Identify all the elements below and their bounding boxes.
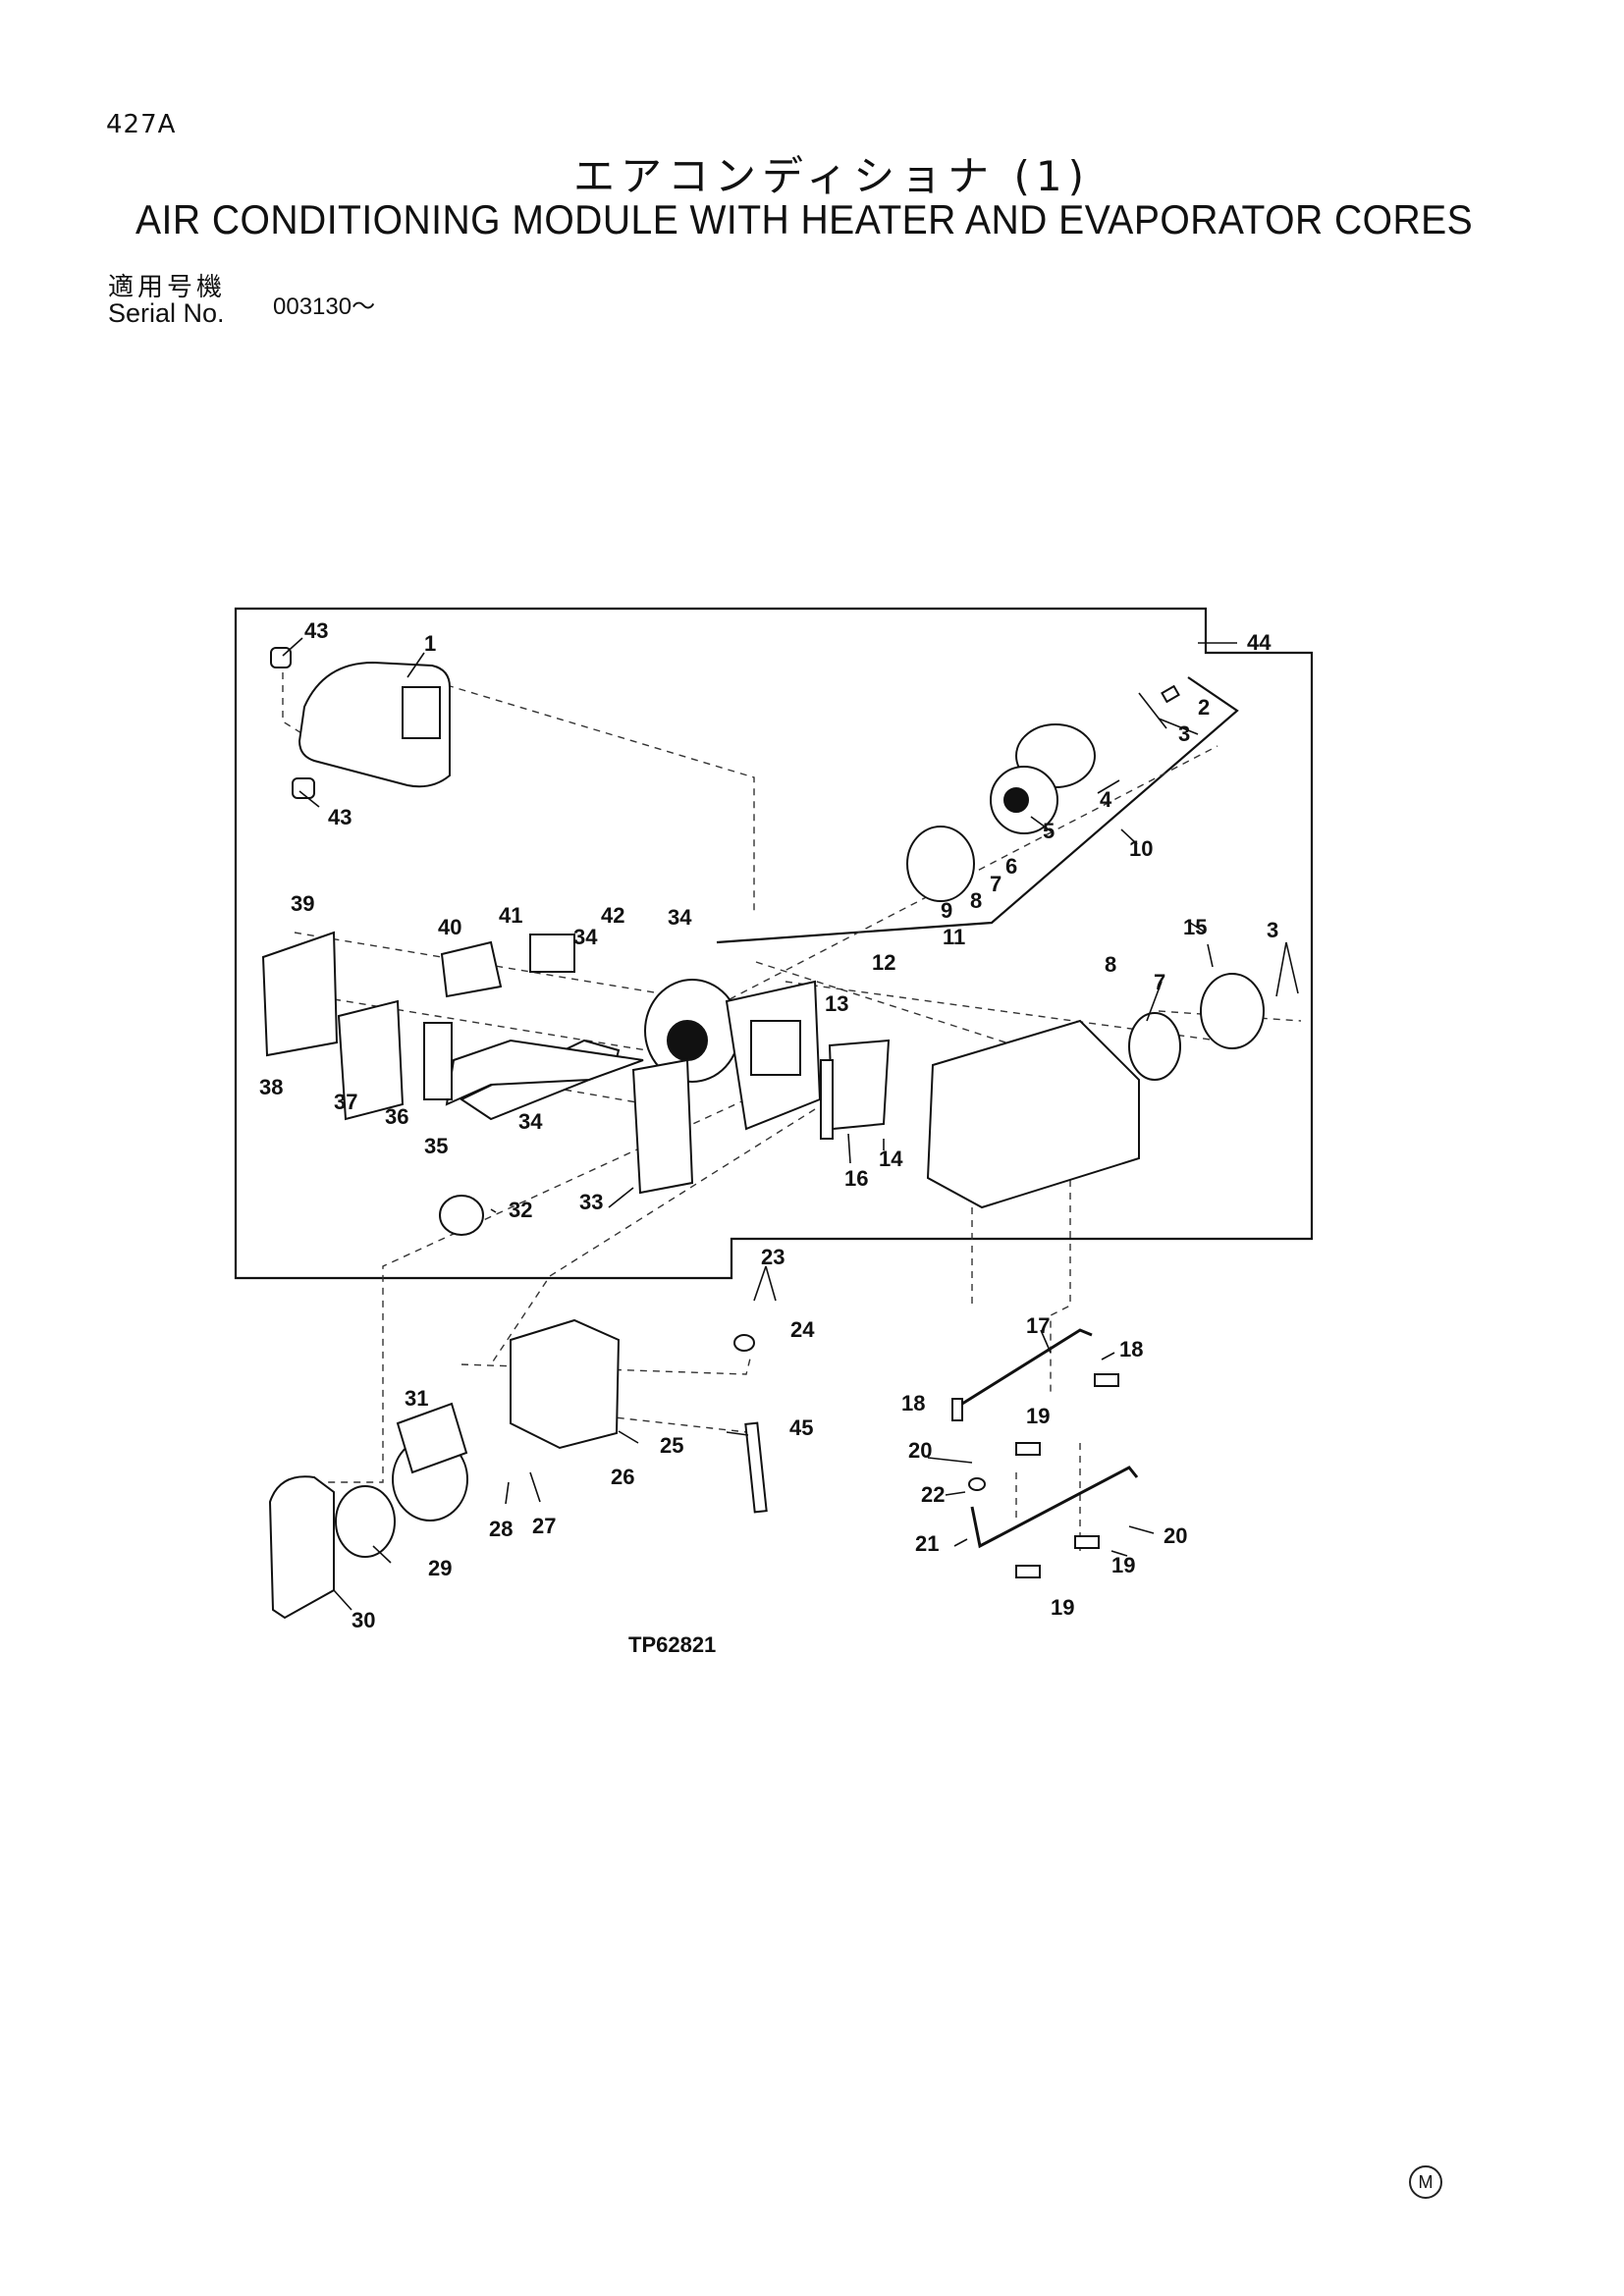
- callout-8b: 8: [1105, 952, 1116, 977]
- callout-18b: 18: [901, 1391, 925, 1415]
- callout-34b: 34: [573, 925, 598, 949]
- title-japanese: エアコンディショナ (1): [573, 152, 1090, 200]
- callout-43: 43: [304, 618, 328, 643]
- callout-36: 36: [385, 1104, 408, 1129]
- serial-label-japanese: 適用号機: [108, 273, 227, 302]
- callout-30: 30: [352, 1608, 375, 1632]
- callout-25: 25: [660, 1433, 683, 1458]
- callout-15: 15: [1183, 915, 1207, 939]
- callout-19c: 19: [1051, 1595, 1074, 1620]
- callout-14: 14: [879, 1147, 903, 1171]
- serial-value: 003130～: [273, 294, 376, 320]
- callout-26: 26: [611, 1465, 634, 1489]
- m-mark-symbol: M: [1409, 2165, 1442, 2199]
- part-30-cover: [268, 1475, 335, 1620]
- callout-27: 27: [532, 1514, 556, 1538]
- pipe-17: [953, 1328, 1093, 1411]
- callout-5: 5: [1043, 819, 1055, 843]
- callout-39: 39: [291, 891, 314, 916]
- callout-3: 3: [1178, 721, 1190, 746]
- callout-28: 28: [489, 1517, 513, 1541]
- callout-7: 7: [990, 872, 1001, 896]
- evaporator-core: [926, 1019, 1140, 1209]
- part-33-box: [631, 1058, 694, 1195]
- callout-10: 10: [1129, 836, 1153, 861]
- part-38-grille: [261, 931, 339, 1057]
- callout-34a: 34: [668, 905, 692, 930]
- callout-31: 31: [405, 1386, 428, 1411]
- callout-13: 13: [825, 991, 848, 1016]
- part-43-nut: [292, 777, 315, 799]
- callout-6: 6: [1005, 854, 1017, 879]
- callout-8: 8: [970, 888, 982, 913]
- callout-22: 22: [921, 1482, 945, 1507]
- callout-7b: 7: [1154, 970, 1165, 994]
- part-37-filter: [337, 999, 405, 1121]
- callout-37: 37: [334, 1090, 357, 1114]
- callout-23: 23: [761, 1245, 785, 1269]
- callout-19: 19: [1026, 1404, 1050, 1428]
- callout-40: 40: [438, 915, 461, 939]
- callout-20b: 20: [1164, 1523, 1187, 1548]
- callout-34c: 34: [518, 1109, 543, 1134]
- callout-1: 1: [424, 631, 436, 656]
- assembly-10-boundary: [716, 676, 1239, 944]
- callout-11: 11: [943, 925, 965, 949]
- callout-20: 20: [908, 1438, 932, 1463]
- page-code: 427A: [106, 110, 177, 139]
- serial-label-english: Serial No.: [108, 298, 225, 328]
- pipe-21: [970, 1466, 1139, 1549]
- callout-35: 35: [424, 1134, 448, 1158]
- callout-18: 18: [1119, 1337, 1143, 1362]
- callout-19b: 19: [1111, 1553, 1135, 1577]
- callout-16: 16: [844, 1166, 868, 1191]
- callout-17: 17: [1026, 1313, 1050, 1338]
- callout-42: 42: [601, 903, 624, 928]
- callout-24: 24: [790, 1317, 815, 1342]
- callout-12: 12: [872, 950, 895, 975]
- part-15-blower-wheel: [1200, 973, 1265, 1049]
- callout-9: 9: [941, 898, 952, 923]
- callout-45: 45: [789, 1415, 813, 1440]
- callout-32: 32: [509, 1198, 532, 1222]
- part-36-foam: [423, 1022, 453, 1100]
- callout-3b: 3: [1267, 918, 1278, 942]
- title-english: AIR CONDITIONING MODULE WITH HEATER AND …: [135, 196, 1474, 242]
- callout-41: 41: [499, 903, 522, 928]
- assembly-44-boundary: [234, 607, 1314, 1280]
- callout-2: 2: [1198, 695, 1210, 720]
- part-26-housing: [510, 1318, 621, 1450]
- callout-43b: 43: [328, 805, 352, 829]
- callout-33: 33: [579, 1190, 603, 1214]
- callout-44: 44: [1247, 630, 1272, 655]
- figure-code: TP62821: [628, 1632, 716, 1657]
- callout-38: 38: [259, 1075, 283, 1099]
- callout-4: 4: [1100, 787, 1112, 812]
- part-29-ring: [335, 1485, 396, 1558]
- part-32-ring: [439, 1195, 484, 1236]
- callout-21: 21: [915, 1531, 939, 1556]
- callout-29: 29: [428, 1556, 452, 1580]
